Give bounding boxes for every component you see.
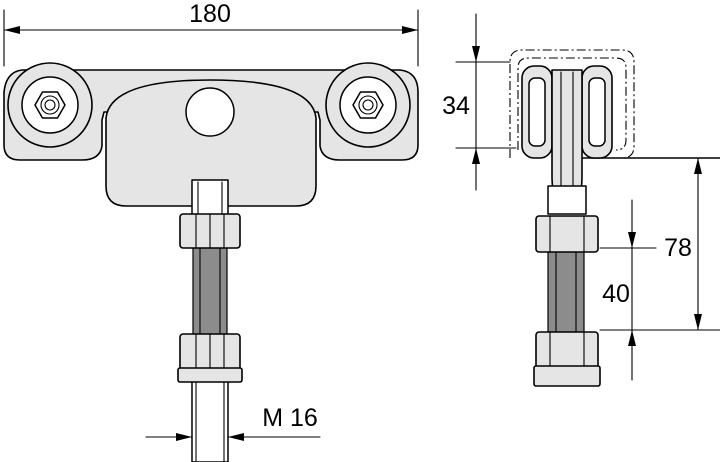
dimension-thread-length-label: 40 — [602, 280, 630, 308]
side-lower-nut — [535, 331, 599, 369]
dimension-bracket-height: 34 — [442, 13, 517, 191]
threaded-rod — [191, 179, 229, 462]
side-threaded-rod — [547, 249, 585, 335]
housing-bolt-head — [185, 87, 235, 137]
dimension-thread-length: 40 — [599, 199, 657, 381]
dimension-bracket-height-label: 34 — [442, 92, 470, 120]
dimension-total-height: 78 — [599, 157, 720, 331]
lower-nut — [177, 333, 243, 383]
dimension-width: 180 — [3, 0, 419, 67]
centre-housing — [105, 79, 317, 207]
rail-profile — [509, 49, 635, 159]
dimension-thread-size-label: M 16 — [262, 404, 318, 432]
trolley-body — [3, 69, 419, 161]
dimension-thread-size: M 16 — [145, 404, 321, 441]
upper-nut — [179, 213, 241, 249]
front-view — [3, 62, 419, 462]
side-view — [509, 49, 720, 387]
side-upper-nut — [535, 215, 599, 253]
right-wheel — [325, 62, 411, 148]
dimension-width-label: 180 — [189, 0, 231, 28]
left-wheel — [7, 62, 93, 148]
dimension-total-height-label: 78 — [664, 234, 692, 262]
